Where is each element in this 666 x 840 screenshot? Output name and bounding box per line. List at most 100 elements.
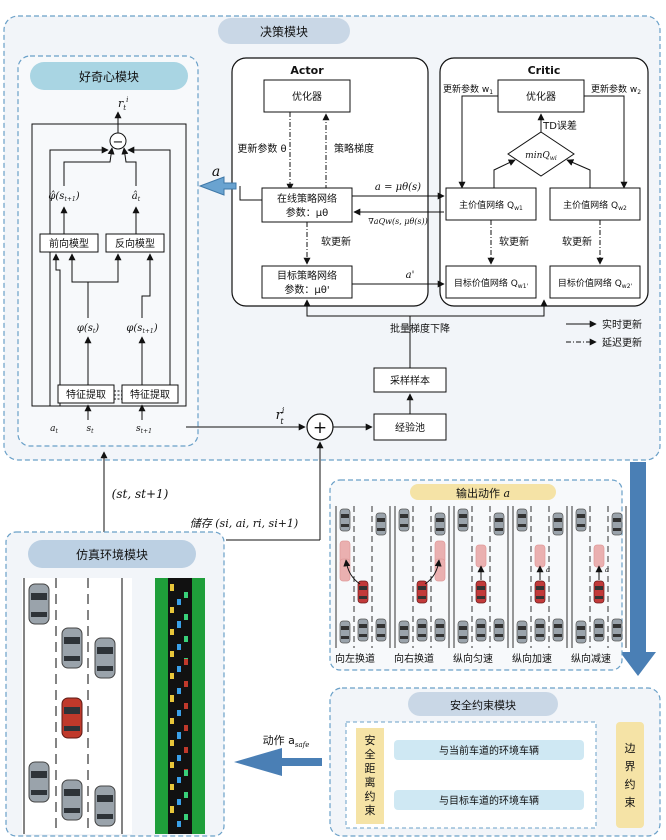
- env-car: [534, 618, 546, 642]
- traffic-car: [170, 651, 174, 657]
- actor-title: Actor: [290, 64, 324, 77]
- critic-soft-update-1: 软更新: [499, 235, 529, 248]
- env-car: [493, 618, 505, 642]
- traffic-car: [184, 747, 188, 753]
- distance-constraint-tag: [356, 728, 384, 824]
- env-car: [575, 508, 587, 532]
- ego-car: [416, 580, 428, 604]
- target-lane-box: [394, 790, 584, 810]
- curiosity-title-pill: [30, 62, 188, 90]
- critic-update-w1: 更新参数 w1: [443, 83, 493, 96]
- env-car: [493, 512, 505, 536]
- env-car: [475, 618, 487, 642]
- simulation-title: 仿真环境模块: [76, 547, 148, 562]
- traffic-car: [170, 696, 174, 702]
- state-label: (st, st+1): [112, 487, 169, 501]
- env-car: [575, 620, 587, 644]
- td-error: TD误差: [542, 119, 577, 132]
- sim-car: [61, 627, 83, 669]
- sim-car: [61, 779, 83, 821]
- action-label-accelerate: 纵向加速: [512, 652, 552, 665]
- env-car: [611, 618, 623, 642]
- traffic-car: [184, 792, 188, 798]
- env-car: [398, 620, 410, 644]
- phi-hat-label: φ̂(st+1): [48, 191, 79, 203]
- boundary-constraint-label: 边界约束: [625, 742, 636, 809]
- target-q1-box: [445, 265, 537, 299]
- actor-policy-grad: 策略梯度: [334, 142, 374, 155]
- a-prime-label: a': [406, 270, 415, 281]
- env-car: [434, 618, 446, 642]
- online-policy-box: [261, 187, 353, 223]
- critic-update-w2: 更新参数 w2: [591, 83, 641, 96]
- env-car: [552, 512, 564, 536]
- decision-title-pill: [218, 18, 350, 44]
- current-lane-label: 与当前车道的环境车辆: [439, 744, 539, 757]
- feature-extract-box-2: [121, 384, 179, 404]
- traffic-car: [184, 725, 188, 731]
- feature-extract-box-1: [57, 384, 115, 404]
- traffic-car: [177, 777, 181, 783]
- actor-panel: [231, 57, 429, 307]
- output-actions-title: 输出动作 a: [456, 486, 510, 500]
- safety-title: 安全约束模块: [450, 698, 516, 712]
- traffic-car: [170, 784, 174, 790]
- curiosity-inner-box: [31, 123, 187, 407]
- safety-title-pill: [408, 692, 558, 716]
- batch-gradient-label: 批量梯度下降: [390, 322, 450, 335]
- inverse-model-label: 反向模型: [115, 237, 155, 250]
- highway-road: [168, 578, 192, 834]
- ghost-car: [593, 544, 605, 568]
- env-car: [457, 508, 469, 532]
- env-car: [375, 618, 387, 642]
- sample-box: [373, 367, 447, 393]
- replay-buffer-box: [373, 413, 447, 441]
- env-car: [516, 620, 528, 644]
- traffic-car: [177, 644, 181, 650]
- curiosity-reward: rti: [118, 96, 128, 112]
- a-hat-label: ât: [132, 191, 141, 203]
- env-car: [552, 618, 564, 642]
- ego-car: [475, 580, 487, 604]
- traffic-car: [170, 629, 174, 635]
- traffic-car: [184, 614, 188, 620]
- traffic-car: [184, 681, 188, 687]
- highway-traffic: [170, 584, 188, 827]
- env-car: [611, 512, 623, 536]
- traffic-car: [177, 755, 181, 761]
- action-label-decelerate: 纵向减速: [571, 652, 611, 665]
- safe-action-arrow: [234, 748, 322, 776]
- env-car: [434, 512, 446, 536]
- action-scene: a: [512, 506, 568, 648]
- main-q2-label: 主价值网络 Qw2: [563, 199, 627, 212]
- traffic-car: [184, 636, 188, 642]
- traffic-car: [177, 622, 181, 628]
- traffic-car: [184, 703, 188, 709]
- accel-symbol: a: [546, 566, 550, 574]
- env-car: [357, 618, 369, 642]
- critic-title: Critic: [528, 64, 561, 77]
- flow-down-arrow: [620, 462, 656, 676]
- output-actions-title-pill: [410, 484, 556, 500]
- distance-constraint-frame: [345, 721, 597, 829]
- inverse-model-box: [105, 233, 165, 253]
- input-s: st: [86, 424, 94, 435]
- traffic-car: [184, 814, 188, 820]
- sim-car: [94, 637, 116, 679]
- action-label-left: 向左换道: [335, 652, 375, 665]
- action-output-label: a: [212, 164, 220, 180]
- min-q-label: minQwi: [525, 151, 557, 162]
- traffic-car: [177, 710, 181, 716]
- input-s1: st+1: [136, 424, 152, 435]
- action-label-right: 向右换道: [394, 652, 434, 665]
- ego-car: [534, 580, 546, 604]
- action-label-constant: 纵向匀速: [453, 652, 493, 665]
- main-q2-box: [549, 187, 641, 221]
- action-scene: a: [571, 506, 627, 648]
- traffic-car: [177, 733, 181, 739]
- target-q2-box: [549, 265, 641, 299]
- traffic-car: [170, 673, 174, 679]
- traffic-car: [184, 770, 188, 776]
- decision-title: 决策模块: [260, 25, 308, 39]
- min-q-diamond: [507, 131, 575, 177]
